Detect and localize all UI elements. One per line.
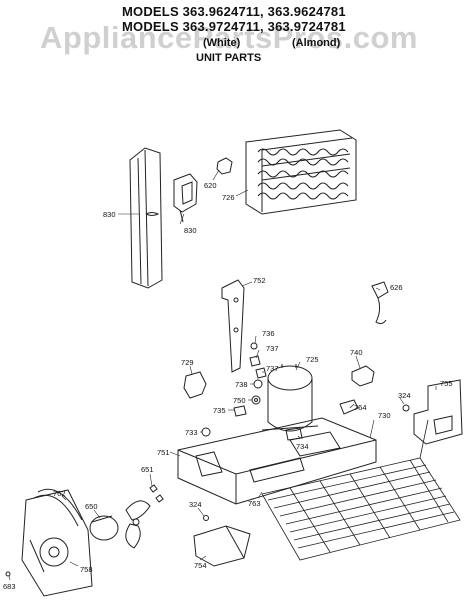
label-740: 740: [350, 348, 363, 357]
label-726: 726: [222, 193, 235, 202]
label-733: 733: [185, 428, 198, 437]
label-762: 762: [53, 489, 66, 498]
capacitor-733: [201, 427, 211, 437]
label-730: 730: [378, 411, 391, 420]
condenser-grid: [261, 419, 461, 561]
fan-shroud: [21, 488, 93, 597]
part-626: [371, 281, 389, 325]
label-750: 750: [233, 396, 246, 405]
label-324a: 324: [398, 391, 411, 400]
label-651: 651: [141, 465, 154, 474]
label-729: 729: [181, 358, 194, 367]
label-736: 736: [262, 329, 275, 338]
condenser-coil: [245, 129, 357, 215]
screw-651b: [155, 494, 164, 503]
watermark: AppliancePartsPros.com: [40, 20, 418, 55]
label-764: 764: [354, 403, 367, 412]
label-738: 738: [235, 380, 248, 389]
label-737b: 737: [266, 364, 279, 373]
label-751: 751: [157, 448, 170, 457]
part-labels: 620 726 830 830 752 626 736 737 737 725 …: [3, 181, 453, 591]
clip-620: [216, 157, 233, 175]
models-line-1: MODELS 363.9624711, 363.9624781: [122, 4, 346, 19]
label-683: 683: [3, 582, 16, 591]
label-650: 650: [85, 502, 98, 511]
part-764: [339, 399, 359, 415]
label-763: 763: [248, 499, 261, 508]
grommet-736: [250, 342, 258, 350]
label-725: 725: [306, 355, 319, 364]
screw-683: [5, 571, 11, 577]
screw-651a: [149, 484, 158, 493]
bracket-754: [193, 525, 251, 567]
label-755: 755: [440, 379, 453, 388]
leader-lines: [8, 169, 437, 581]
bracket-752: [221, 279, 245, 373]
fan-motor: [89, 515, 119, 541]
white-label: (White): [203, 37, 241, 49]
bracket-755: [413, 379, 463, 445]
clip-737b: [255, 367, 267, 379]
cover-729: [183, 371, 207, 399]
label-735: 735: [213, 406, 226, 415]
screw-324b: [203, 515, 209, 521]
label-758: 758: [80, 565, 93, 574]
screw-324a: [402, 404, 410, 412]
washer-750: [251, 395, 261, 405]
grommet-738: [253, 379, 263, 389]
label-734: 734: [296, 442, 309, 451]
label-830b: 830: [184, 226, 197, 235]
section-title: UNIT PARTS: [196, 52, 262, 64]
almond-label: (Almond): [292, 37, 341, 49]
label-737a: 737: [266, 344, 279, 353]
relay-740: [351, 365, 375, 387]
label-752: 752: [253, 276, 266, 285]
label-626: 626: [390, 283, 403, 292]
clip-737a: [249, 355, 261, 367]
models-line-2: MODELS 363.9724711, 363.9724781: [122, 19, 346, 34]
part-735: [233, 405, 247, 417]
part-734: [285, 427, 303, 441]
vertical-channel: [129, 147, 163, 289]
label-754: 754: [194, 561, 207, 570]
bracket-830: [173, 173, 198, 223]
label-324b: 324: [189, 500, 202, 509]
fan-blade: [125, 500, 151, 549]
label-830a: 830: [103, 210, 116, 219]
base-pan: [177, 417, 377, 505]
label-620: 620: [204, 181, 217, 190]
